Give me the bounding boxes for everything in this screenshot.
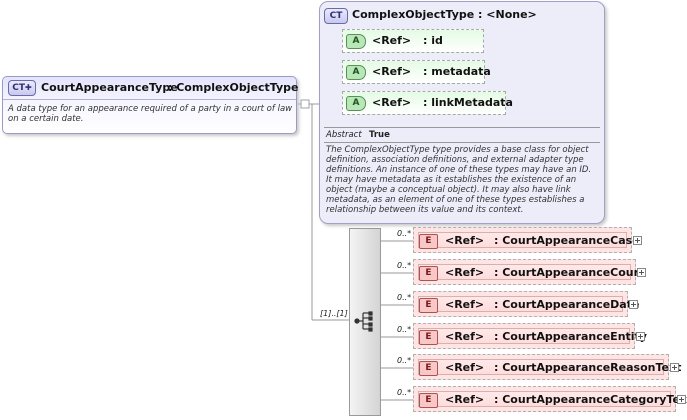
sequence-cardinality: [1]..[1] bbox=[320, 309, 348, 318]
element-ref: <Ref> bbox=[445, 393, 485, 406]
attribute-icon: A bbox=[346, 65, 366, 80]
element-name: : CourtAppearanceDate bbox=[494, 298, 640, 311]
base-type-box[interactable]: CT ComplexObjectType : <None> A <Ref> : … bbox=[319, 1, 605, 224]
element-ref: <Ref> bbox=[445, 298, 485, 311]
base-type-title: ComplexObjectType : <None> bbox=[352, 8, 537, 21]
element-court-appearance-date[interactable]: E <Ref> : CourtAppearanceDate bbox=[413, 291, 639, 317]
element-cardinality: 0..* bbox=[397, 293, 412, 302]
complex-type-icon: CT✚ bbox=[8, 80, 36, 96]
element-ref: <Ref> bbox=[445, 266, 485, 279]
element-ref: <Ref> bbox=[445, 330, 485, 343]
element-cardinality: 0..* bbox=[397, 325, 412, 334]
sequence-compositor[interactable] bbox=[349, 228, 381, 416]
element-icon: E bbox=[419, 298, 438, 313]
element-icon: E bbox=[419, 266, 438, 281]
main-type-header: CT✚ CourtAppearanceType : ComplexObjectT… bbox=[3, 77, 299, 100]
expand-icon[interactable] bbox=[637, 268, 646, 277]
element-icon: E bbox=[419, 361, 438, 376]
main-type-name: CourtAppearanceType bbox=[41, 81, 178, 94]
attribute-metadata[interactable]: A <Ref> : metadata bbox=[342, 60, 491, 84]
element-name: : CourtAppearanceReasonText bbox=[494, 361, 682, 374]
attribute-ref: <Ref> bbox=[372, 34, 412, 47]
attribute-icon: A bbox=[346, 96, 366, 111]
attribute-ref: <Ref> bbox=[372, 65, 412, 78]
abstract-label: Abstract bbox=[326, 130, 362, 140]
element-court-appearance-reason-text[interactable]: E <Ref> : CourtAppearanceReasonText bbox=[413, 354, 681, 380]
element-court-appearance-entity[interactable]: E <Ref> : CourtAppearanceEntity bbox=[413, 323, 647, 349]
element-icon: E bbox=[419, 330, 438, 345]
element-icon: E bbox=[419, 393, 438, 408]
attribute-ref: <Ref> bbox=[372, 96, 412, 109]
divider bbox=[324, 127, 600, 128]
attribute-icon: A bbox=[346, 34, 366, 49]
expand-icon[interactable] bbox=[677, 395, 686, 404]
element-ref: <Ref> bbox=[445, 361, 485, 374]
complex-type-icon: CT bbox=[324, 8, 348, 24]
attribute-id[interactable]: A <Ref> : id bbox=[342, 29, 484, 53]
element-court-appearance-court[interactable]: E <Ref> : CourtAppearanceCourt bbox=[413, 259, 644, 285]
main-type-base: : ComplexObjectType bbox=[168, 81, 299, 94]
element-name: : CourtAppearanceCategoryText bbox=[494, 393, 687, 406]
element-cardinality: 0..* bbox=[397, 229, 412, 238]
element-name: : CourtAppearanceEntity bbox=[494, 330, 647, 343]
expand-icon[interactable] bbox=[636, 332, 645, 341]
element-court-appearance-case[interactable]: E <Ref> : CourtAppearanceCase bbox=[413, 227, 640, 253]
attribute-name: : linkMetadata bbox=[423, 96, 513, 109]
main-type-box[interactable]: CT✚ CourtAppearanceType : ComplexObjectT… bbox=[2, 76, 299, 134]
expand-icon[interactable] bbox=[633, 236, 642, 245]
element-icon: E bbox=[419, 234, 438, 249]
element-name: : CourtAppearanceCase bbox=[494, 234, 640, 247]
attribute-name: : metadata bbox=[423, 65, 491, 78]
element-cardinality: 0..* bbox=[397, 388, 412, 397]
element-cardinality: 0..* bbox=[397, 261, 412, 270]
attribute-linkmetadata[interactable]: A <Ref> : linkMetadata bbox=[342, 91, 513, 115]
attribute-name: : id bbox=[423, 34, 443, 47]
element-ref: <Ref> bbox=[445, 234, 485, 247]
element-name: : CourtAppearanceCourt bbox=[494, 266, 645, 279]
base-type-description: The ComplexObjectType type provides a ba… bbox=[326, 145, 592, 215]
divider bbox=[324, 142, 600, 143]
expand-icon[interactable] bbox=[629, 300, 638, 309]
sequence-icon bbox=[354, 311, 373, 332]
element-court-appearance-category-text[interactable]: E <Ref> : CourtAppearanceCategoryText bbox=[413, 386, 687, 412]
element-cardinality: 0..* bbox=[397, 356, 412, 365]
main-type-description: A data type for an appearance required o… bbox=[8, 104, 293, 124]
expand-icon[interactable] bbox=[670, 363, 679, 372]
abstract-value: True bbox=[369, 130, 390, 140]
